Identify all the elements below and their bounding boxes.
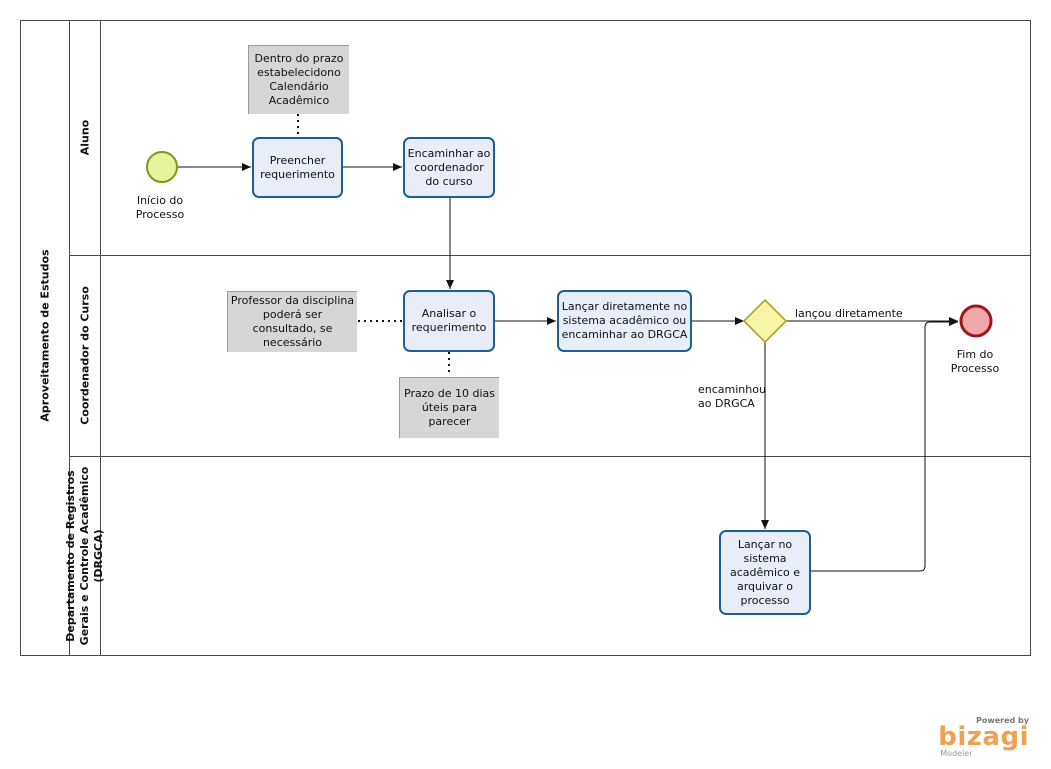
flow-label-encaminhou: encaminhou ao DRGCA — [698, 383, 766, 410]
annotation-prazo-10-dias: Prazo de 10 dias úteis para parecer — [399, 377, 499, 438]
task-lancar-arquivar[interactable]: Lançar no sistema acadêmico e arquivar o… — [719, 530, 811, 615]
pool — [20, 20, 1031, 656]
branding-powered: Powered by — [976, 716, 1029, 725]
task-encaminhar-coordenador[interactable]: Encaminhar ao coordenador do curso — [403, 137, 495, 198]
annotation-prazo-calendario: Dentro do prazo estabelecidono Calendári… — [248, 45, 349, 114]
task-lancar-ou-encaminhar[interactable]: Lançar diretamente no sistema acadêmico … — [557, 290, 692, 352]
task-preencher-requerimento[interactable]: Preencher requerimento — [252, 137, 343, 198]
annotation-professor: Professor da disciplina poderá ser consu… — [227, 291, 357, 352]
pool-header: Aproveitamento de Estudos — [20, 20, 70, 656]
lane-header-aluno: Aluno — [70, 20, 101, 256]
lane-divider — [70, 456, 1031, 457]
flow-drgca-end — [811, 318, 958, 572]
start-event-label: Início do Processo — [135, 194, 185, 221]
task-analisar-requerimento[interactable]: Analisar o requerimento — [403, 290, 495, 352]
branding-product: Modeler — [940, 749, 973, 758]
lane-divider — [70, 255, 1031, 256]
lane-header-drgca: Departamento de Registros Gerais e Contr… — [64, 457, 105, 656]
exclusive-gateway-icon — [742, 298, 788, 344]
end-event-icon — [959, 304, 993, 338]
bizagi-logo: Powered by bizagi Modeler — [938, 716, 1029, 758]
start-event-icon — [146, 151, 178, 183]
end-event-label: Fim do Processo — [950, 348, 1000, 375]
branding-name: bizagi — [938, 722, 1029, 752]
flow-label-lancou: lançou diretamente — [795, 307, 903, 320]
lane-header-coordenador: Coordenador do Curso — [70, 256, 101, 456]
